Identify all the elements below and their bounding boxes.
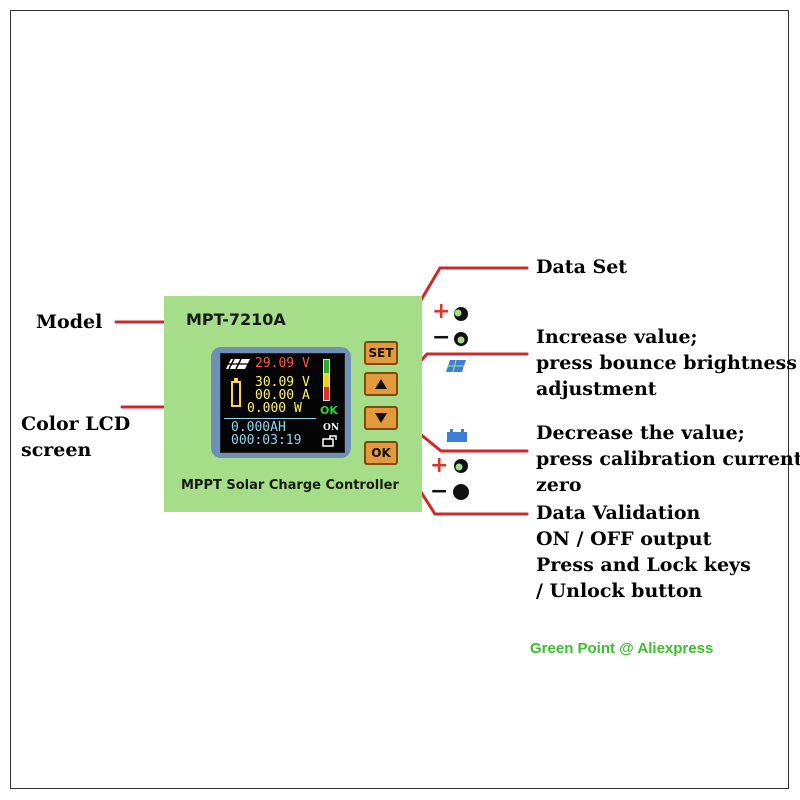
- charge-level-bar: [323, 359, 330, 401]
- battery-minus-sign: −: [430, 479, 449, 504]
- credit-text: Green Point @ Aliexpress: [530, 640, 714, 657]
- solar-panel-icon: [226, 358, 250, 370]
- annotation-model: Model: [36, 309, 102, 335]
- device-footer-label: MPPT Solar Charge Controller: [181, 478, 399, 493]
- solar-minus-terminal-icon: [454, 332, 468, 346]
- annotation-ok-line-2: ON / OFF output: [536, 528, 712, 550]
- annotation-increase: Increase value; press bounce brightness …: [536, 324, 797, 402]
- annotation-lcd-line-1: Color LCD: [21, 413, 131, 435]
- solar-plus-terminal-icon: [454, 307, 468, 321]
- annotation-decrease-line-3: zero: [536, 474, 582, 496]
- set-button[interactable]: SET: [364, 341, 398, 365]
- lcd-battery-voltage: 30.09 V: [255, 375, 310, 390]
- battery-plus-terminal-icon: [454, 459, 468, 473]
- lcd-current: 00.00 A: [255, 388, 310, 403]
- solar-minus-sign: −: [432, 325, 451, 350]
- lcd-time: 000:03:19: [231, 433, 302, 448]
- ok-button-label: OK: [371, 446, 391, 460]
- lcd-energy: 0.000AH: [231, 420, 286, 435]
- lcd-divider: [224, 418, 316, 419]
- annotation-data-set-text: Data Set: [536, 256, 628, 278]
- solar-panel-legend-icon: [446, 359, 466, 373]
- annotation-model-text: Model: [36, 311, 103, 333]
- annotation-increase-line-3: adjustment: [536, 378, 657, 400]
- lcd-screen: 29.09 V 30.09 V 00.00 A 0.000 W OK 0.000…: [220, 353, 345, 453]
- annotation-lcd: Color LCD screen: [21, 411, 130, 463]
- battery-icon: [231, 378, 241, 407]
- lcd-solar-voltage: 29.09 V: [255, 356, 310, 371]
- solar-plus-sign: +: [432, 299, 451, 324]
- battery-minus-terminal-icon: [453, 484, 469, 500]
- unlock-icon: [322, 435, 337, 447]
- lcd-ok-status: OK: [320, 404, 338, 417]
- annotation-increase-line-1: Increase value;: [536, 326, 698, 348]
- decrease-button[interactable]: [364, 406, 398, 430]
- model-label: MPT-7210A: [186, 310, 286, 329]
- lcd-power: 0.000 W: [247, 401, 302, 416]
- set-button-label: SET: [368, 346, 394, 360]
- down-triangle-icon: [375, 413, 387, 423]
- annotation-decrease-line-2: press calibration current: [536, 448, 800, 470]
- up-triangle-icon: [375, 379, 387, 389]
- annotation-ok: Data Validation ON / OFF output Press an…: [536, 500, 751, 604]
- increase-button[interactable]: [364, 372, 398, 396]
- annotation-lcd-line-2: screen: [21, 439, 92, 461]
- battery-legend-icon: [447, 429, 467, 442]
- image-frame: [10, 10, 789, 789]
- annotation-decrease-line-1: Decrease the value;: [536, 422, 745, 444]
- lcd-on-status: ON: [323, 423, 340, 433]
- annotation-decrease: Decrease the value; press calibration cu…: [536, 420, 800, 498]
- annotation-increase-line-2: press bounce brightness: [536, 352, 797, 374]
- battery-plus-sign: +: [430, 453, 449, 478]
- ok-button[interactable]: OK: [364, 441, 398, 465]
- annotation-data-set: Data Set: [536, 254, 627, 280]
- annotation-ok-line-3: Press and Lock keys: [536, 554, 751, 576]
- annotation-ok-line-1: Data Validation: [536, 502, 701, 524]
- annotation-ok-line-4: / Unlock button: [536, 580, 703, 602]
